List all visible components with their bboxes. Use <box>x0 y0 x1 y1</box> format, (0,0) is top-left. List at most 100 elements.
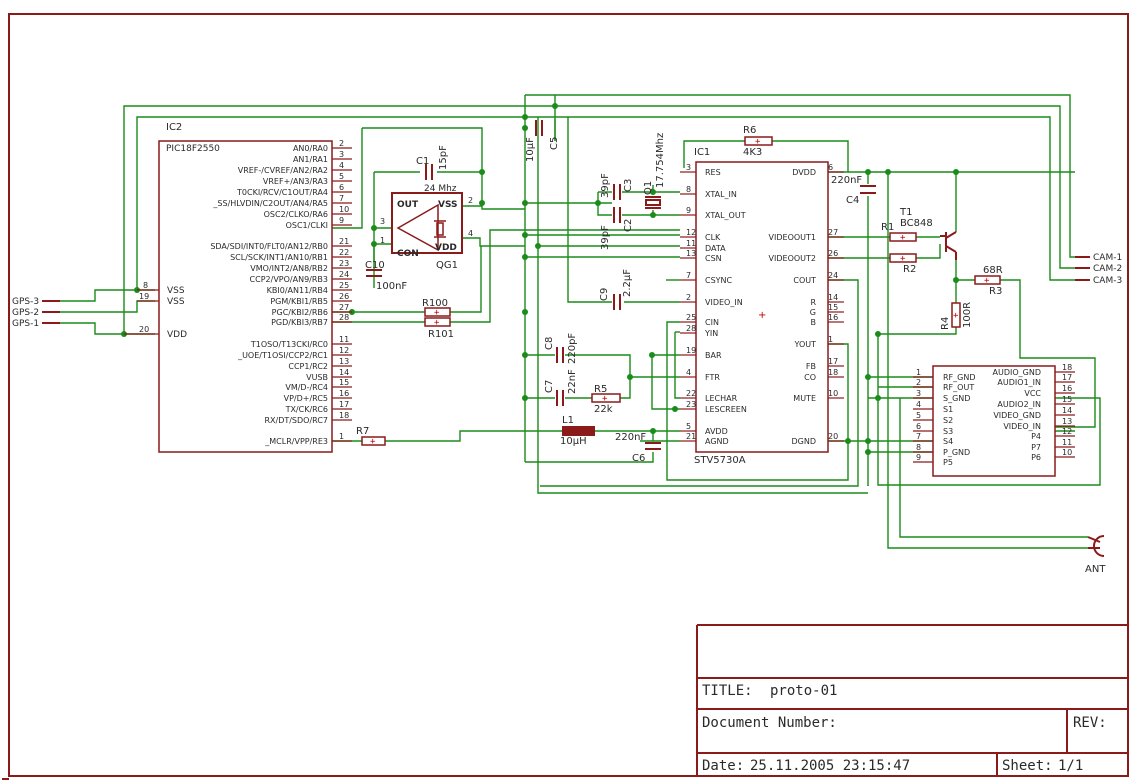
ic2-pin-label: OSC1/CLKI <box>286 221 328 230</box>
ic1-right-pin-number: 6 <box>828 163 833 172</box>
ic1-right-pin-label: VIDEOOUT2 <box>769 254 816 263</box>
transistor-t1[interactable] <box>940 231 957 260</box>
junctions <box>121 103 959 455</box>
c4-name: C4 <box>846 195 859 206</box>
mod-left-pin-label: S1 <box>943 405 953 414</box>
mod-left-pin-label: S_GND <box>943 394 970 403</box>
ic2-pin-label: SCL/SCK/INT1/AN10/RB1 <box>230 253 328 262</box>
gps-3-label: GPS-3 <box>12 297 39 307</box>
svg-text:+: + <box>755 137 761 147</box>
ic1-right-pin-number: 27 <box>828 228 838 237</box>
ic2-pins: AN0/RA02AN1/RA13VREF-/CVREF/AN2/RA24VREF… <box>210 139 352 446</box>
mod-left-pin-label: S4 <box>943 437 953 446</box>
cam-connector[interactable]: CAM-1 CAM-2 CAM-3 <box>1075 253 1122 286</box>
ic2-pin-number: 11 <box>339 335 349 344</box>
cam-1-label: CAM-1 <box>1093 253 1122 263</box>
ic1-left-pin-label: CLK <box>705 233 721 242</box>
r1-name: R1 <box>881 222 894 233</box>
qg1-pin2: 2 <box>468 196 473 205</box>
ic1-left-pin-label: CIN <box>705 318 719 327</box>
ic2-pin-label: PGM/KBI1/RB5 <box>270 297 328 306</box>
ic2-vss1-label: VSS <box>167 286 185 296</box>
mod-right-pin-number: 13 <box>1062 417 1072 426</box>
ic2-pin-label: OSC2/CLKO/RA6 <box>264 210 328 219</box>
ic2-pin-label: VUSB <box>306 373 328 382</box>
sheet-frame <box>2 13 1129 780</box>
oscillator-qg1[interactable]: OUT VSS VDD CON 24 Mhz QG1 3 2 1 4 <box>380 184 473 271</box>
svg-text:+: + <box>953 311 959 321</box>
c2-name: C2 <box>623 219 634 232</box>
c1-name: C1 <box>416 156 429 167</box>
ic2-pic18f2550[interactable]: IC2 PIC18F2550 AN0/RA02AN1/RA13VREF-/CVR… <box>124 122 352 453</box>
ic1-left-pin-number: 22 <box>686 389 696 398</box>
ic1-left-pin-label: XTAL_OUT <box>705 211 746 220</box>
ic1-left-pin-label: AGND <box>705 437 729 446</box>
ic1-right-pin-number: 26 <box>828 249 838 258</box>
qg1-freq: 24 Mhz <box>424 184 457 194</box>
ic2-pin-number: 3 <box>339 150 344 159</box>
ic2-pin-number: 13 <box>339 357 349 366</box>
rf-modulator[interactable]: RF_GND1RF_OUT2S_GND3S14S25S36S47P_GND8P5… <box>913 363 1075 477</box>
ic2-pin-number: 6 <box>339 183 344 192</box>
ic1-origin-mark: + <box>758 310 766 321</box>
ic2-pin-number: 17 <box>339 400 349 409</box>
r3-body <box>974 275 1001 285</box>
ic2-vss2-label: VSS <box>167 297 185 307</box>
r6-name: R6 <box>743 125 756 136</box>
r5-name: R5 <box>594 384 607 395</box>
c3-value: 39pF <box>600 173 611 198</box>
c8-value: 220pF <box>567 333 578 364</box>
doc-number-label: Document Number: <box>702 715 837 731</box>
ic2-pin-label: PGC/KBI2/RB6 <box>272 308 328 317</box>
r4-body <box>951 302 961 328</box>
mod-right-pin-number: 16 <box>1062 384 1072 393</box>
ic2-pin-number: 1 <box>339 432 344 441</box>
ic1-left-pin-label: RES <box>705 168 721 177</box>
ic1-left-pin-number: 11 <box>686 239 696 248</box>
ic2-pin-number: 21 <box>339 237 349 246</box>
t1-name: T1 <box>899 207 912 218</box>
c1-value: 15pF <box>438 145 449 170</box>
ic2-pin-number: 5 <box>339 172 344 181</box>
ic1-right-pin-label: VIDEOOUT1 <box>769 233 816 242</box>
ic2-pin-label: VP/D+/RC5 <box>284 394 328 403</box>
ic1-stv5730a[interactable]: IC1 STV5730A + RES3XTAL_IN8XTAL_OUT9CLK1… <box>680 147 844 466</box>
ic1-left-pin-number: 23 <box>686 400 696 409</box>
ic1-right-pin-label: R <box>810 298 816 307</box>
mod-right-pin-label: AUDIO_GND <box>993 368 1042 377</box>
ic1-right-pin-label: DGND <box>791 437 816 446</box>
qg1-con-label: CON <box>397 249 419 259</box>
r4-name: R4 <box>940 317 951 330</box>
ic1-part: STV5730A <box>694 455 746 466</box>
ic2-pin-label: _SS/HLVDIN/C2OUT/AN4/RA5 <box>212 199 328 208</box>
ic1-left-pin-number: 5 <box>686 422 691 431</box>
c5-name: C5 <box>549 137 560 150</box>
ic1-left-pin-number: 9 <box>686 206 691 215</box>
mod-right-pin-label: VCC <box>1024 389 1041 398</box>
ic1-right-pin-label: CO <box>804 373 816 382</box>
ic2-pin-label: T0CKI/RCV/C1OUT/RA4 <box>236 188 328 197</box>
ic1-left-pin-number: 3 <box>686 163 691 172</box>
r7-body <box>361 436 386 446</box>
gps-1-label: GPS-1 <box>12 319 39 329</box>
svg-text:+: + <box>984 276 990 286</box>
ic2-pin-label: TX/CK/RC6 <box>285 405 328 414</box>
ic2-pin-number: 22 <box>339 248 349 257</box>
l1-body <box>562 426 595 436</box>
ic1-left-pin-label: CSYNC <box>705 276 733 285</box>
mod-left-pin-label: RF_OUT <box>943 383 974 392</box>
ic2-pin-label: AN0/RA0 <box>293 144 328 153</box>
ic2-pin-number: 15 <box>339 378 349 387</box>
mod-left-pin-number: 4 <box>916 400 921 409</box>
components <box>366 120 876 450</box>
antenna-connector[interactable] <box>1087 535 1105 557</box>
mod-right-pin-label: VIDEO_GND <box>993 411 1041 420</box>
sheet-value: 1/1 <box>1058 758 1083 774</box>
ic2-pin-number: 26 <box>339 292 349 301</box>
gps-connector[interactable]: GPS-3 GPS-2 GPS-1 <box>12 297 60 329</box>
qg1-pin4: 4 <box>468 229 473 238</box>
mod-right-pin-number: 15 <box>1062 395 1072 404</box>
r5-body <box>591 393 621 403</box>
resistors <box>361 136 1001 446</box>
ic2-pin-label: VMO/INT2/AN8/RB2 <box>250 264 328 273</box>
